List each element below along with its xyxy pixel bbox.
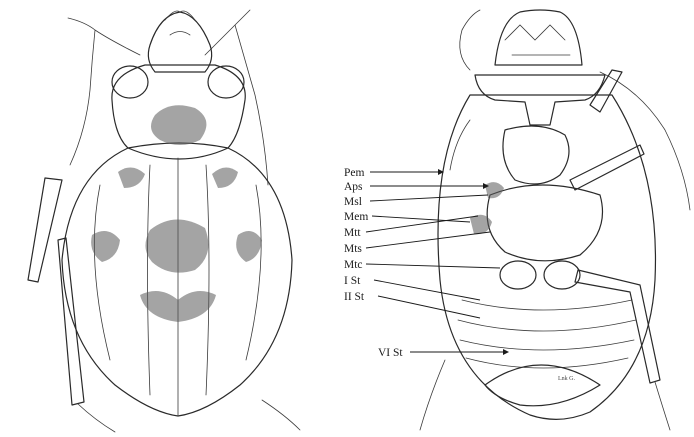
ventral-metasternum [487, 185, 602, 261]
leader-st2 [378, 296, 480, 318]
label-mtt: Mtt [344, 227, 361, 239]
dorsal-left-foreleg [28, 178, 62, 282]
ventral-sternite-iv [466, 358, 628, 368]
dorsal-marking-shoulder-right [212, 167, 238, 188]
right-antenna-dorsal [205, 10, 268, 185]
ventral-right-antenna [600, 72, 690, 210]
ventral-body-outline [438, 95, 655, 419]
ventral-beetle-view: Lnk G. [420, 10, 690, 430]
leader-st6-arrowhead [503, 349, 509, 355]
ventral-left-antenna [460, 10, 480, 70]
dorsal-marking-shoulder-left [118, 167, 145, 188]
ventral-sternite-i [462, 300, 632, 310]
ventral-right-hindleg [575, 270, 660, 383]
dorsal-marking-left [91, 231, 120, 262]
label-st1: I St [344, 275, 361, 287]
ventral-metacoxa-left [500, 261, 536, 289]
dorsal-right-eye [208, 66, 244, 98]
left-antenna-dorsal [68, 18, 140, 165]
ventral-prosternum [475, 75, 605, 125]
label-st6: VI St [378, 347, 403, 359]
ventral-mesosternum [503, 126, 569, 184]
label-mem: Mem [344, 211, 368, 223]
ventral-left-foreleg [450, 120, 470, 170]
ventral-mesocoxa-spot [470, 215, 492, 234]
leader-mts [366, 232, 490, 248]
label-pem: Pem [344, 167, 365, 179]
ventral-left-tarsus [420, 360, 445, 430]
leader-st1 [374, 280, 480, 300]
dorsal-marking-right [236, 231, 262, 262]
leader-msl [370, 195, 488, 201]
dorsal-right-tarsus [262, 400, 300, 430]
leader-mtt [366, 216, 478, 232]
dorsal-marking-center [145, 219, 208, 272]
label-mtc: Mtc [344, 259, 363, 271]
ventral-mouthparts [505, 25, 570, 55]
leader-mtc [366, 264, 500, 268]
dorsal-left-tarsus [78, 404, 115, 432]
dorsal-beetle-view [28, 10, 300, 432]
ventral-right-tarsus [655, 382, 670, 430]
dorsal-marking-pronotum [151, 105, 206, 145]
label-msl: Msl [344, 196, 362, 208]
artist-mark: Lnk G. [558, 376, 575, 382]
ventral-metacoxa-right [544, 261, 580, 289]
ventral-sternite-ii [458, 320, 636, 331]
ventral-labels: Pem Aps Msl Mem Mtt Mts Mtc I St II St V… [344, 167, 509, 359]
label-st2: II St [344, 291, 365, 303]
label-aps: Aps [344, 181, 363, 193]
ventral-mesepimeron-spot [485, 182, 504, 198]
ventral-sternite-iii [460, 340, 634, 350]
dorsal-head [148, 12, 211, 72]
label-mts: Mts [344, 243, 362, 255]
ventral-right-foreleg [590, 70, 622, 112]
ventral-right-midleg [570, 145, 644, 190]
dorsal-mandibles [165, 11, 195, 35]
